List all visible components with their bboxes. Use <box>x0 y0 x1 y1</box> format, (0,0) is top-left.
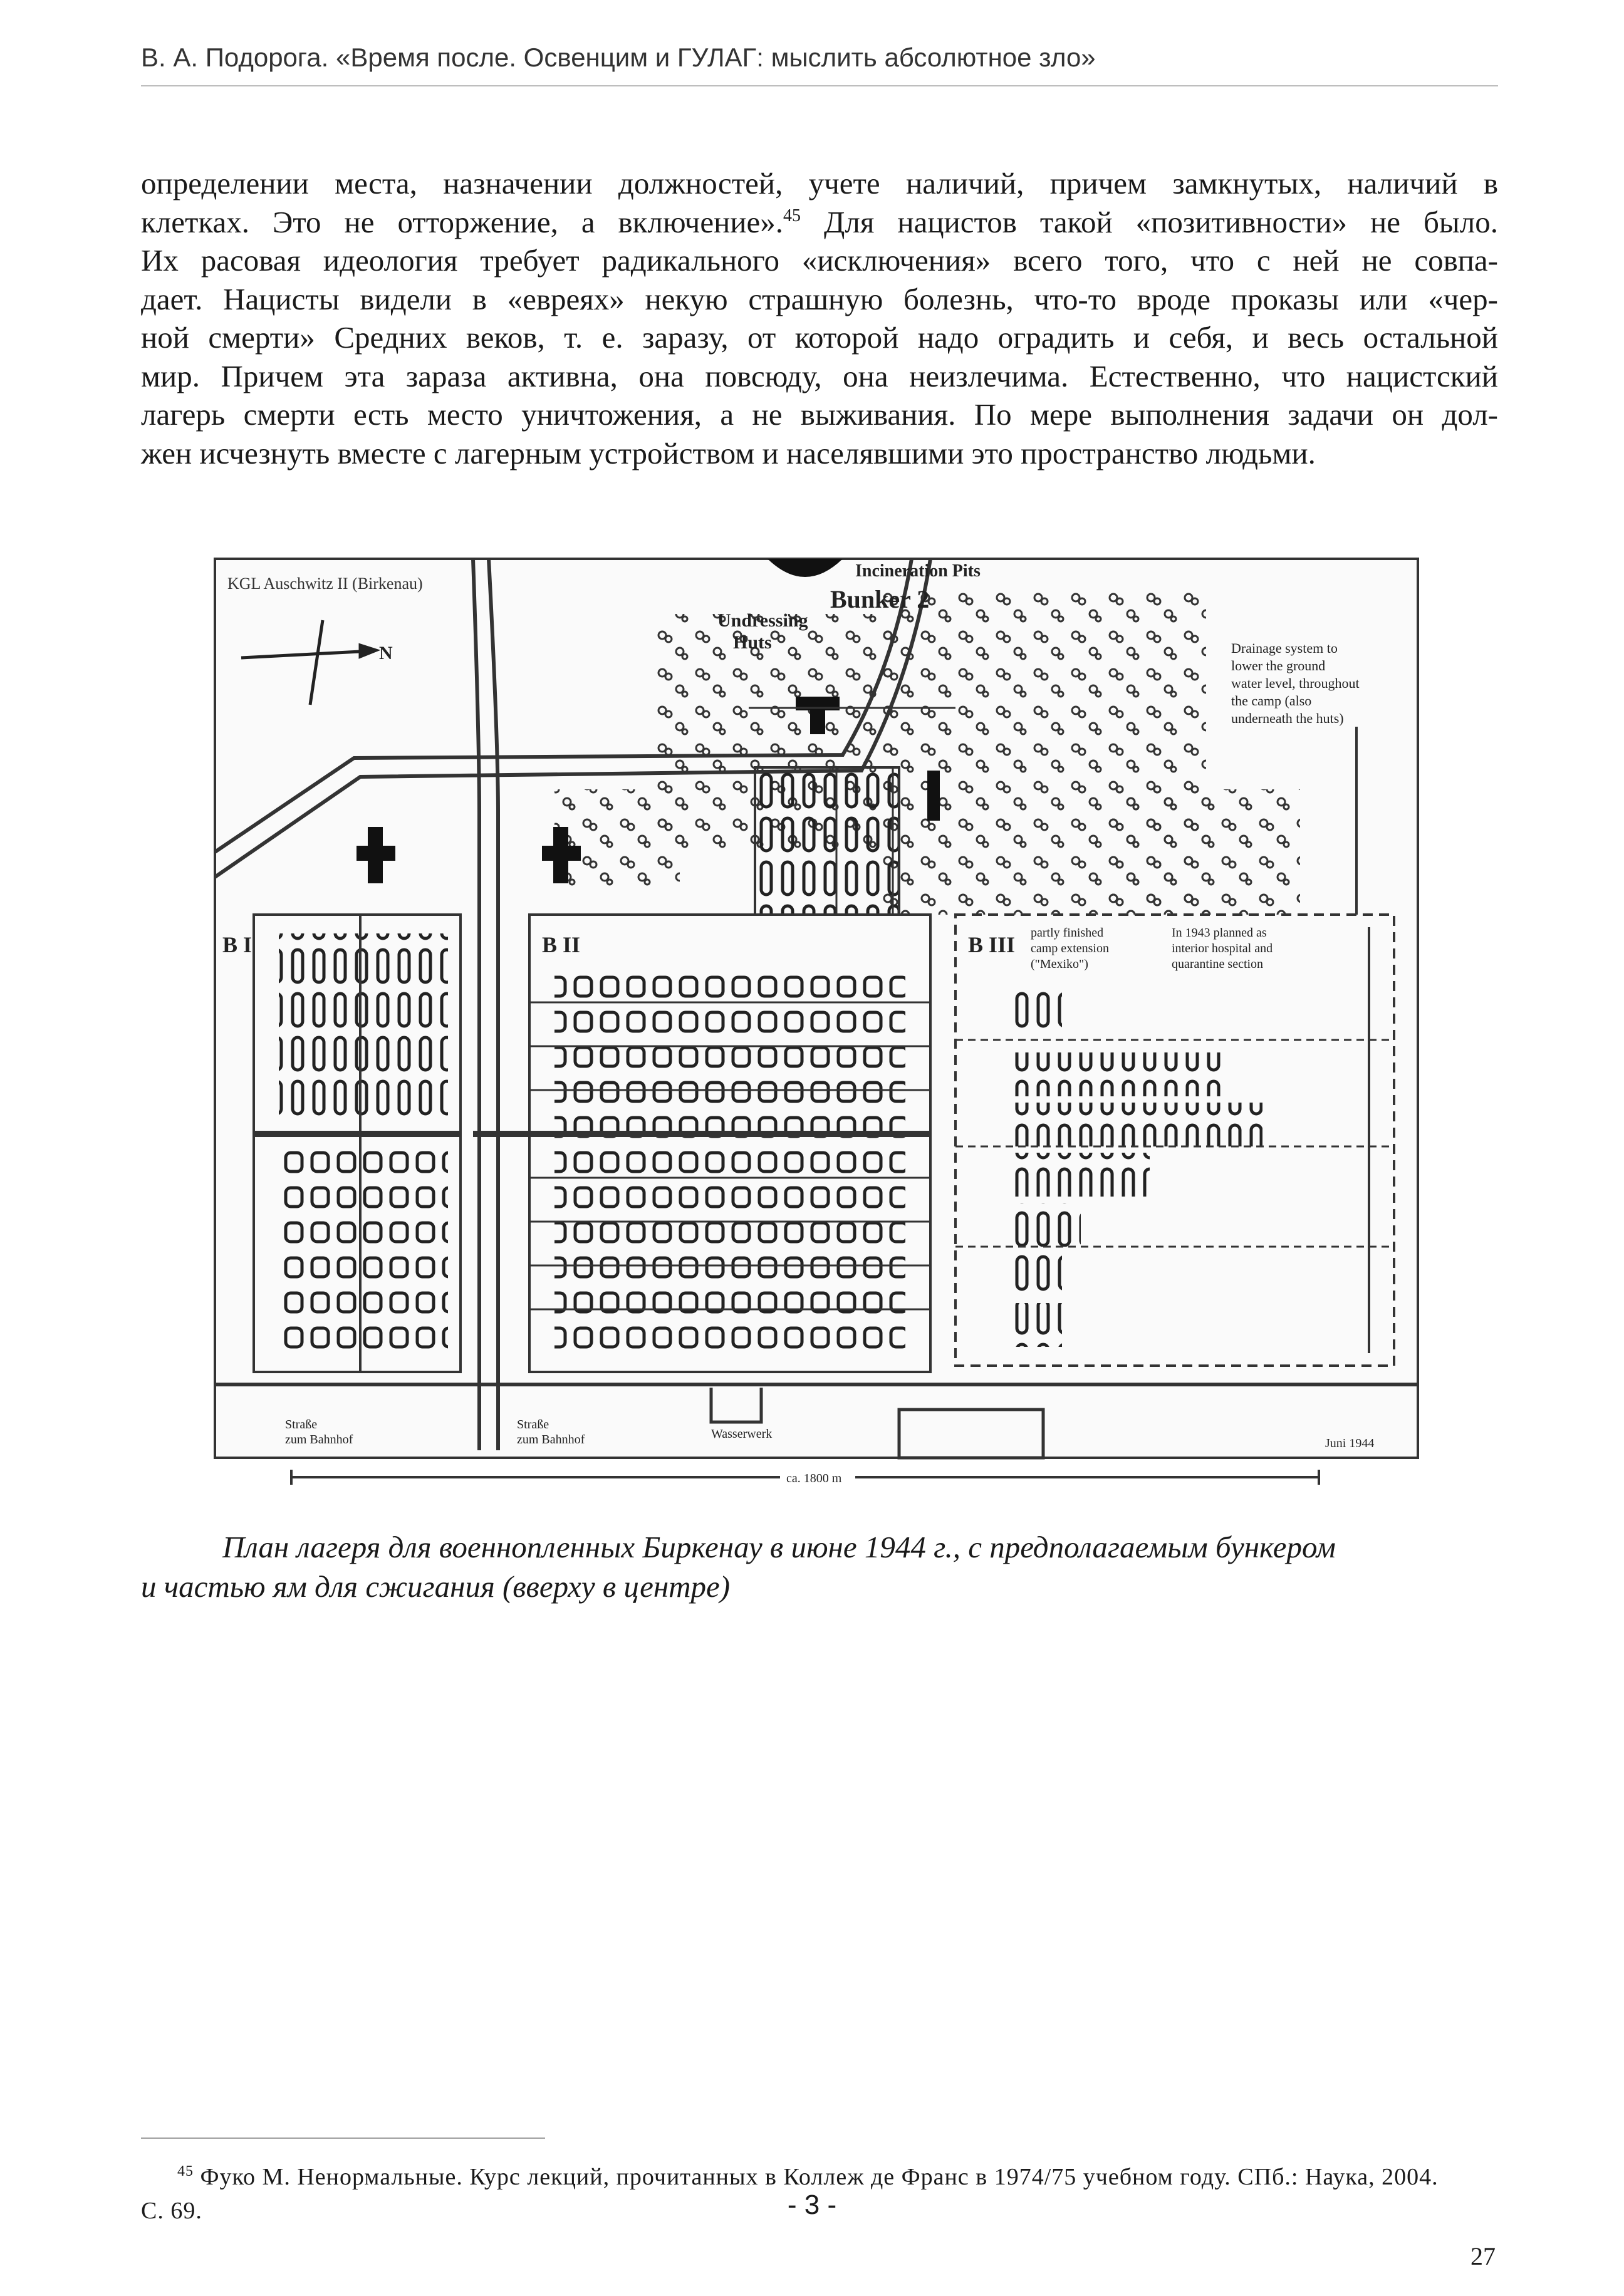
body-line: Их расовая идеология требует радикальног… <box>141 243 1498 278</box>
label-b1: B I <box>222 932 252 957</box>
b1-huts-north <box>279 933 448 1121</box>
running-header: В. А. Подорога. «Время после. Освенцим и… <box>141 43 1096 72</box>
source-page-number: - 3 - <box>787 2190 837 2220</box>
waterworks-building <box>709 1388 763 1424</box>
section-b3 <box>954 913 1395 1367</box>
body-line: ной смерти» Средних веков, т. е. заразу,… <box>141 320 1498 355</box>
label-incineration-pits: Incineration Pits <box>855 561 981 581</box>
drainage-note: Drainage system to <box>1231 640 1338 656</box>
body-line-part: Для нацистов такой «позитивности» не был… <box>801 204 1498 239</box>
crematorium-symbols <box>357 697 940 883</box>
camp-plan-figure: KGL Auschwitz II (Birkenau) N Incinerati… <box>204 551 1432 1491</box>
b3-note: ("Mexiko") <box>1031 957 1088 971</box>
date-label: Juni 1944 <box>1325 1436 1374 1450</box>
body-line: мир. Причем эта зараза активна, она повс… <box>141 358 1498 393</box>
map-title: KGL Auschwitz II (Birkenau) <box>227 574 423 593</box>
compass-rose-icon <box>241 620 381 705</box>
page-number: 27 <box>1470 2242 1496 2270</box>
figure-caption: План лагеря для военнопленных Биркенау в… <box>141 1527 1498 1606</box>
body-line-part: клетках. Это не отторжение, а включение»… <box>141 204 784 239</box>
road-label: Straße <box>285 1418 317 1431</box>
footnote-line: 45 Фуко М. Ненормальные. Курс лекций, пр… <box>141 2160 1498 2194</box>
incineration-pit-shape <box>768 559 843 577</box>
footnote-line: С. 69. <box>141 2198 202 2224</box>
b3-note: partly finished <box>1031 926 1103 940</box>
b3-row-dividers <box>955 1039 1394 1248</box>
drainage-note: lower the ground <box>1231 658 1325 673</box>
caption-line: План лагеря для военнопленных Биркенау в… <box>222 1530 1336 1564</box>
body-line: определении места, назначении должностей… <box>141 166 1498 200</box>
body-line: клетках. Это не отторжение, а включение»… <box>141 203 1498 242</box>
label-b3: B III <box>968 932 1015 957</box>
gate-building <box>897 1408 1045 1460</box>
label-undressing: Undressing <box>717 610 808 631</box>
body-line: жен исчезнуть вместе с лагерным устройст… <box>141 435 1316 470</box>
drainage-note: underneath the huts) <box>1231 710 1344 726</box>
label-huts: Huts <box>733 632 772 653</box>
footnote-number: 45 <box>177 2163 194 2179</box>
trees-area <box>554 789 680 890</box>
footnote-divider <box>141 2138 545 2139</box>
central-hut-block <box>754 766 900 916</box>
footnote-reference[interactable]: 45 <box>783 205 801 226</box>
body-paragraph: определении места, назначении должностей… <box>141 164 1498 472</box>
drainage-note: the camp (also <box>1231 693 1311 709</box>
b2-huts <box>554 965 905 1353</box>
header-divider <box>141 85 1498 86</box>
trees-area <box>1112 789 1300 915</box>
footnote: 45 Фуко М. Ненормальные. Курс лекций, пр… <box>141 2160 1498 2228</box>
label-b2: B II <box>542 932 580 957</box>
b3-note: camp extension <box>1031 942 1109 955</box>
section-b1 <box>252 913 462 1373</box>
label-waterworks: Wasserwerk <box>711 1427 772 1441</box>
section-b2 <box>528 913 932 1373</box>
plan-note: In 1943 planned as <box>1172 926 1267 940</box>
north-label: N <box>379 643 393 663</box>
drainage-note: water level, throughout <box>1231 675 1360 691</box>
body-line: лагерь смерти есть место уничтожения, а … <box>141 397 1498 432</box>
footnote-text: Фуко М. Ненормальные. Курс лекций, прочи… <box>194 2164 1439 2190</box>
road-label: zum Bahnhof <box>285 1433 353 1447</box>
plan-note: quarantine section <box>1172 957 1263 971</box>
plan-note: interior hospital and <box>1172 942 1273 955</box>
road-label: zum Bahnhof <box>517 1433 585 1447</box>
body-line: дает. Нацисты видели в «евреях» некую ст… <box>141 281 1498 316</box>
scale-label: ca. 1800 m <box>786 1472 842 1485</box>
road-label: Straße <box>517 1418 549 1431</box>
label-bunker: Bunker 2 <box>830 585 929 613</box>
caption-line: и частью ям для сжигания (вверху в центр… <box>141 1569 731 1604</box>
camp-plan-map: KGL Auschwitz II (Birkenau) N Incinerati… <box>214 558 1419 1486</box>
b1-huts-south <box>279 1146 448 1359</box>
